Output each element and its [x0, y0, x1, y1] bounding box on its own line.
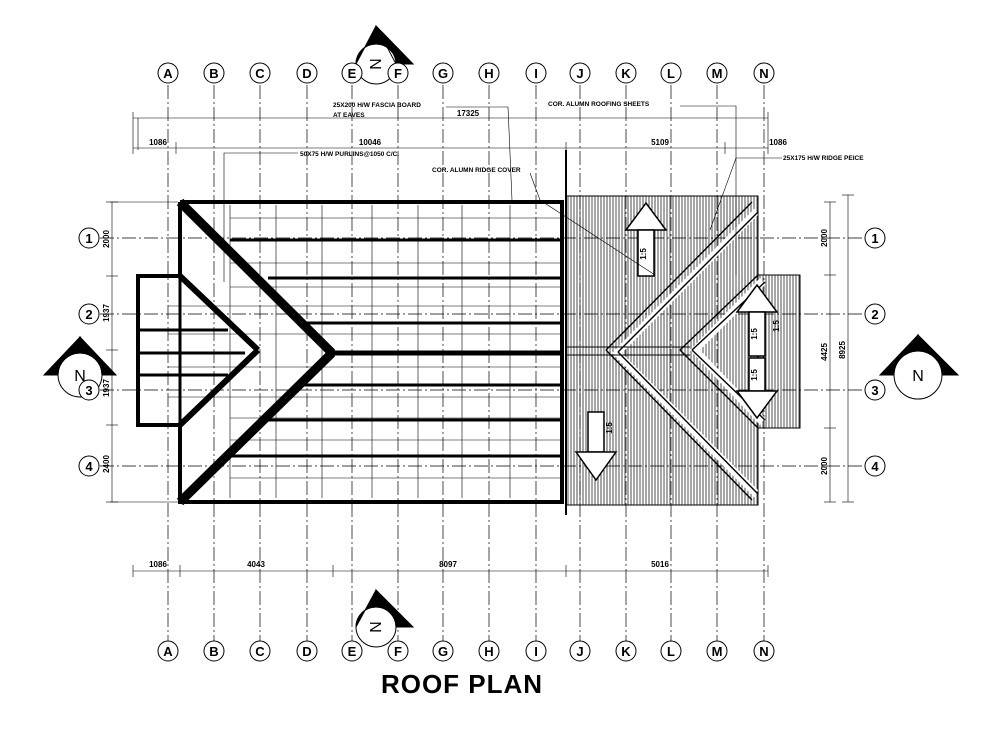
dim-top-seg-1: 1086	[149, 138, 167, 147]
dim-top-overall: 17325	[457, 109, 480, 118]
note-ridge-piece: 25X175 H/W RIDGE PEICE	[783, 155, 864, 162]
grid-col-n-top: N	[759, 66, 768, 81]
left-roof-framing	[136, 198, 564, 506]
dim-left-seg-4: 2400	[102, 455, 111, 473]
grid-row-3-left: 3	[85, 383, 92, 398]
dimension-lines	[106, 112, 854, 577]
grid-col-g-bottom: G	[438, 644, 448, 659]
grid-col-b-top: B	[209, 66, 218, 81]
grid-col-i-top: I	[534, 66, 538, 81]
grid-row-2-right: 2	[871, 307, 878, 322]
slope-arrows	[574, 201, 779, 482]
grid-col-m-bottom: M	[712, 644, 723, 659]
dim-right-overall: 8925	[838, 341, 847, 359]
grid-col-m-top: M	[712, 66, 723, 81]
dim-right-seg-2: 4425	[820, 343, 829, 361]
grid-col-e-bottom: E	[348, 644, 357, 659]
grid-col-l-top: L	[667, 66, 675, 81]
notes: 25X200 H/W FASCIA BOARD AT EAVES 50X75 H…	[300, 101, 864, 174]
grid-lines	[100, 85, 865, 643]
dim-left-seg-1: 2000	[102, 230, 111, 248]
grid-col-c-top: C	[255, 66, 265, 81]
grid-col-h-bottom: H	[484, 644, 493, 659]
drawing-title: ROOF PLAN	[381, 669, 543, 699]
note-ridge-cover: COR. ALUMN RIDGE COVER	[432, 167, 521, 174]
roofing-sheets	[565, 195, 801, 506]
grid-row-3-right: 3	[871, 383, 878, 398]
grid-col-i-bottom: I	[534, 644, 538, 659]
grid-col-h-top: H	[484, 66, 493, 81]
grid-col-d-top: D	[302, 66, 311, 81]
leader-lines	[223, 105, 782, 282]
grid-col-k-bottom: K	[621, 644, 631, 659]
grid-row-2-left: 2	[85, 307, 92, 322]
grid-col-j-top: J	[576, 66, 583, 81]
slope-label-3: 1:5	[605, 422, 614, 434]
dimension-text: 17325 1086 10046 5109 1086 1086 4043 809…	[102, 109, 847, 569]
dim-right-seg-3: 2000	[820, 457, 829, 475]
grid-col-f-top: F	[394, 66, 402, 81]
rafters	[140, 238, 562, 458]
grid-col-d-bottom: D	[302, 644, 311, 659]
grid-col-f-bottom: F	[394, 644, 402, 659]
grid-bubbles-bottom	[157, 640, 775, 662]
dim-left-seg-2: 1937	[102, 304, 111, 322]
grid-row-1-left: 1	[85, 231, 92, 246]
grid-labels-top: A B C D E F G H I J K L M N	[163, 66, 768, 81]
slope-label-5: 1:5	[772, 320, 781, 332]
compass-top	[355, 24, 415, 85]
grid-col-l-bottom: L	[667, 644, 675, 659]
slope-label-4: 1:5	[750, 369, 759, 381]
dim-top-seg-3: 5109	[651, 138, 669, 147]
grid-col-g-top: G	[438, 66, 448, 81]
dim-bottom-seg-4: 5016	[651, 560, 669, 569]
grid-col-k-top: K	[621, 66, 631, 81]
grid-col-a-bottom: A	[163, 644, 173, 659]
compass-bottom-letter: N	[366, 621, 383, 633]
slope-label-group: 1:5 1:5 1:5 1:5 1:5	[605, 248, 781, 434]
grid-col-e-top: E	[348, 66, 357, 81]
slope-arrow-up-2	[735, 283, 779, 357]
grid-labels-bottom: A B C D E F G H I J K L M N	[163, 644, 768, 659]
slope-arrow-up-1	[624, 201, 668, 277]
grid-col-j-bottom: J	[576, 644, 583, 659]
grid-col-c-bottom: C	[255, 644, 265, 659]
grid-bubbles-top	[157, 62, 775, 84]
compass-top-letter: N	[366, 58, 383, 70]
grid-labels-rows: 1 2 3 4 1 2 3 4	[85, 231, 879, 474]
dim-top-seg-4: 1086	[769, 138, 787, 147]
dim-bottom-seg-2: 4043	[247, 560, 265, 569]
slope-arrow-down-1	[574, 411, 618, 482]
dim-top-seg-2: 10046	[359, 138, 382, 147]
slope-label-2: 1:5	[750, 328, 759, 340]
compass-right	[878, 333, 960, 400]
dim-bottom-seg-1: 1086	[149, 560, 167, 569]
grid-bubbles-rows	[78, 227, 886, 477]
dim-left-seg-3: 1937	[102, 379, 111, 397]
grid-row-1-right: 1	[871, 231, 878, 246]
note-roofing-sheets: COR. ALUMN ROOFING SHEETS	[548, 101, 650, 108]
compass-bottom	[355, 588, 415, 648]
compass-left-letter: N	[74, 368, 86, 385]
slope-label-1: 1:5	[639, 248, 648, 260]
grid-col-b-bottom: B	[209, 644, 218, 659]
slope-arrow-down-2	[735, 357, 779, 420]
grid-col-a-top: A	[163, 66, 173, 81]
compass-right-letter: N	[912, 368, 924, 385]
grid-row-4-right: 4	[871, 459, 879, 474]
dim-right-seg-1: 2000	[820, 229, 829, 247]
note-purlins: 50X75 H/W PURLINS@1050 C/C.	[300, 151, 399, 158]
grid-col-n-bottom: N	[759, 644, 768, 659]
note-fascia-line2: AT EAVES	[333, 112, 365, 119]
note-fascia-line1: 25X200 H/W FASCIA BOARD	[333, 102, 421, 109]
dim-bottom-seg-3: 8097	[439, 560, 457, 569]
grid-row-4-left: 4	[85, 459, 93, 474]
